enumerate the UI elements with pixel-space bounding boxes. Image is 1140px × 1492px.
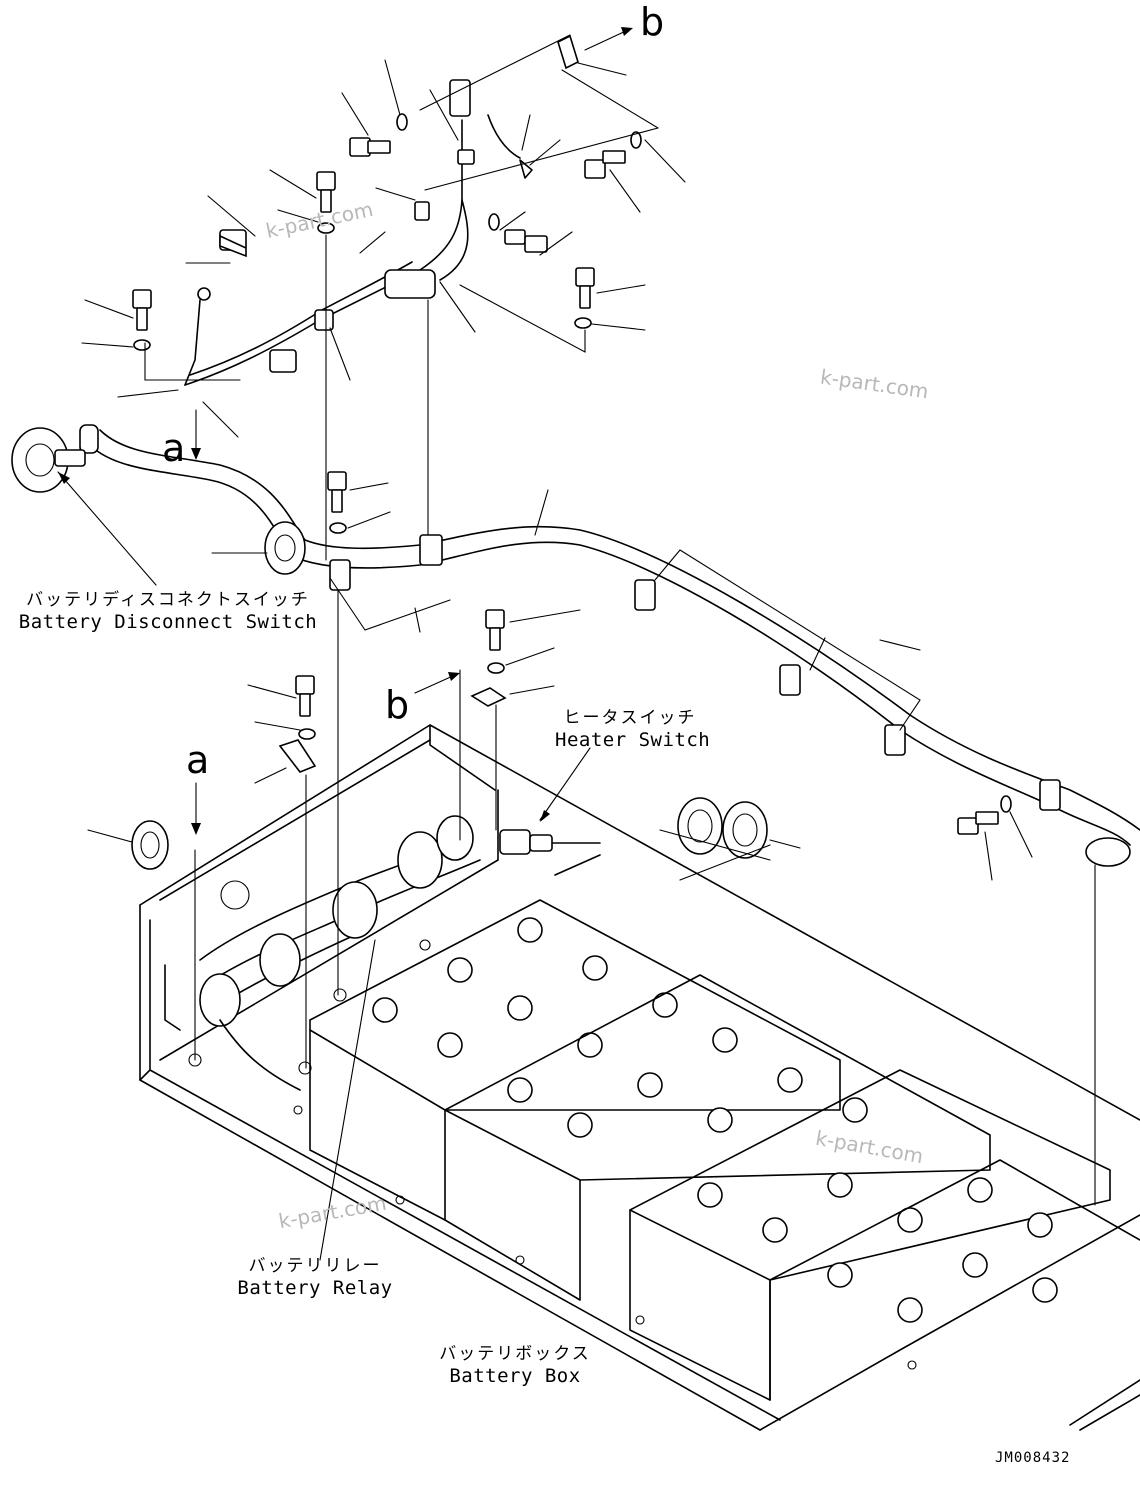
battery-relay-en: Battery Relay <box>237 1277 393 1299</box>
battery-disconnect-switch-en: Battery Disconnect Switch <box>18 611 318 633</box>
battery-box-en: Battery Box <box>449 1365 581 1387</box>
grommet-pair <box>659 797 771 861</box>
drawing-code: JM008432 <box>995 1450 1071 1466</box>
battery-box-frame <box>139 724 1140 1431</box>
battery-box-label: バッテリボックス Battery Box <box>430 1343 600 1387</box>
heater-switch-en: Heater Switch <box>555 729 711 751</box>
grommet-left <box>131 820 169 870</box>
battery-disconnect-switch-jp: バッテリディスコネクトスイッチ <box>26 590 310 610</box>
battery-relay-jp: バッテリリレー <box>248 1256 382 1276</box>
battery-2 <box>444 974 991 1181</box>
heater-switch-part <box>499 829 601 876</box>
bolts-and-washers <box>132 34 1012 835</box>
view-marker-b-lower: b <box>385 683 410 727</box>
battery-box-jp: バッテリボックス <box>439 1344 591 1364</box>
battery-1 <box>309 899 841 1301</box>
battery-disconnect-switch-part <box>11 427 86 493</box>
battery-3 <box>629 1069 1111 1401</box>
leader-lines <box>57 27 1096 1261</box>
heater-switch-label: ヒータスイッチ Heater Switch <box>555 707 711 751</box>
cable-grommet <box>264 521 306 575</box>
battery-disconnect-switch-label: バッテリディスコネクトスイッチ Battery Disconnect Switc… <box>8 589 328 633</box>
battery-relay-label: バッテリリレー Battery Relay <box>225 1255 405 1299</box>
cable-clamps <box>329 534 1061 811</box>
view-marker-a-lower: a <box>186 738 210 782</box>
view-marker-a-upper: a <box>162 426 186 470</box>
wiring-harness <box>184 79 533 386</box>
main-battery-cable <box>79 424 1140 867</box>
battery-4 <box>769 1159 1140 1401</box>
heater-switch-jp: ヒータスイッチ <box>563 708 697 728</box>
battery-relay-assembly <box>164 815 481 1091</box>
view-marker-b-upper: b <box>640 0 665 44</box>
